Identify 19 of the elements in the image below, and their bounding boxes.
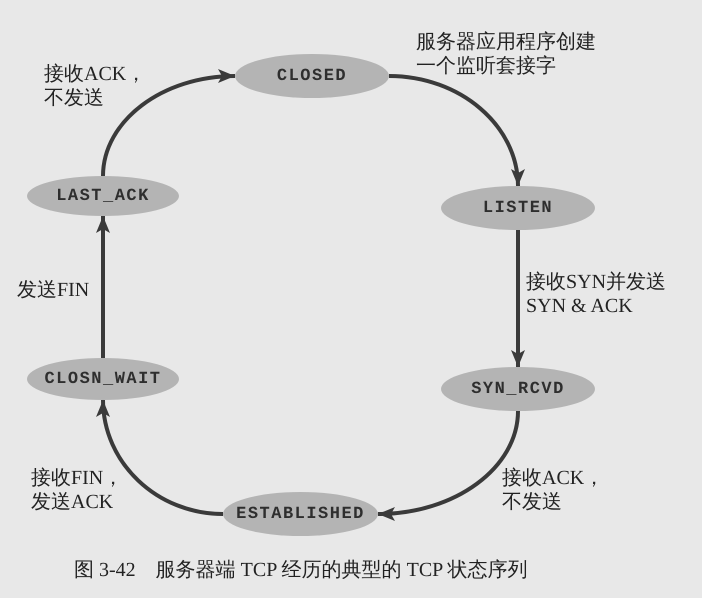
arrow — [96, 216, 110, 358]
arrow — [101, 70, 236, 176]
state-ellipse: LISTEN — [441, 186, 595, 230]
edge-label: 接收SYN并发送SYN & ACK — [526, 270, 668, 318]
caption: 图 3-42 服务器端 TCP 经历的典型的 TCP 状态序列 — [74, 558, 528, 582]
arrow — [378, 410, 520, 520]
edge-label: 服务器应用程序创建一个监听套接字 — [416, 30, 597, 78]
arrow — [388, 74, 524, 186]
edge-label: 发送FIN — [17, 278, 90, 302]
arrow — [97, 400, 224, 516]
state-ellipse: ESTABLISHED — [223, 492, 378, 536]
edge-label: 接收FIN，发送ACK — [31, 466, 124, 514]
arrow — [511, 230, 525, 367]
state-ellipse: CLOSN_WAIT — [27, 358, 179, 400]
edge-label: 接收ACK，不发送 — [502, 466, 606, 514]
state-ellipse: LAST_ACK — [27, 176, 179, 216]
state-ellipse: CLOSED — [235, 54, 389, 98]
edge-label: 接收ACK，不发送 — [44, 62, 148, 110]
state-ellipse: SYN_RCVD — [441, 367, 595, 411]
